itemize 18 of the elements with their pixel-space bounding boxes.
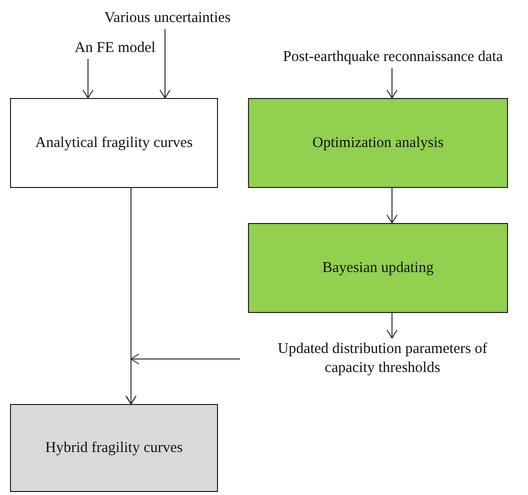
arrow — [386, 68, 398, 98]
text-label: Post-earthquake reconnaissance data — [283, 48, 503, 66]
process-box — [10, 404, 218, 492]
box-label: Hybrid fragility curves — [45, 438, 183, 458]
arrow — [160, 28, 170, 98]
text-label: Updated distribution parameters of capacity thresholds — [276, 340, 488, 378]
process-box — [10, 98, 218, 188]
text-label: An FE model — [74, 38, 156, 58]
arrow — [386, 188, 398, 224]
arrow — [82, 58, 94, 98]
arrow — [386, 312, 398, 338]
box-label: Analytical fragility curves — [35, 134, 193, 152]
text-label: Various uncertainties — [104, 8, 231, 28]
box-label: Optimization analysis — [312, 134, 444, 152]
arrow — [126, 354, 240, 404]
process-box — [248, 98, 508, 188]
box-label: Bayesian updating — [322, 258, 434, 278]
process-box — [248, 223, 508, 313]
